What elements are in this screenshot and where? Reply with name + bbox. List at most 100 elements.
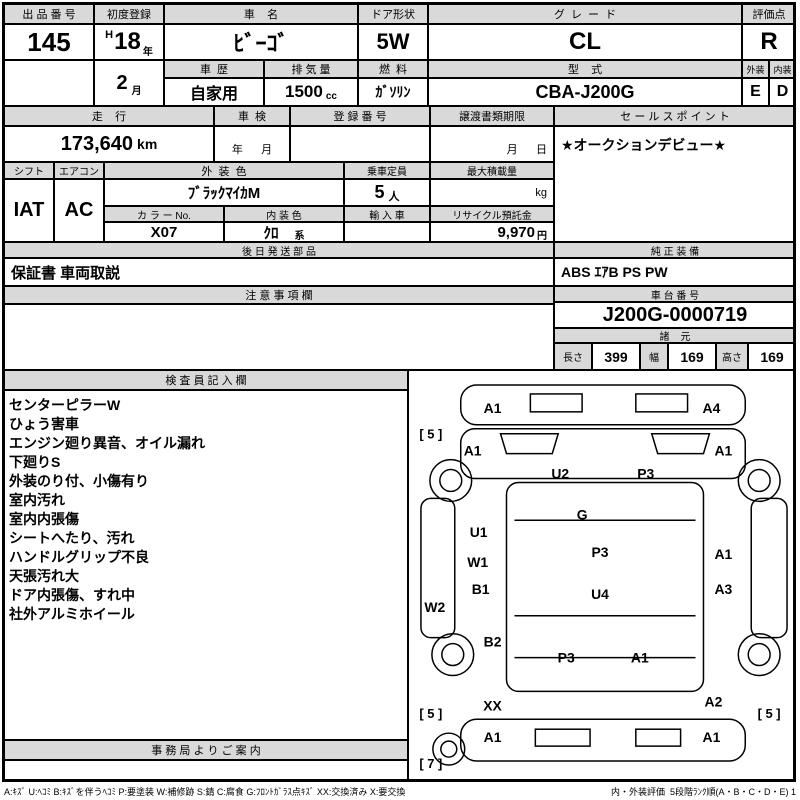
capacity-value: 5 人 — [344, 179, 430, 206]
damage-label: A1 — [631, 650, 649, 666]
spec-height-label: 高さ — [716, 343, 748, 370]
damage-label: U1 — [470, 524, 488, 540]
damage-label: U4 — [591, 586, 609, 602]
damage-label: [ 5 ] — [419, 427, 442, 442]
import-header: 輸 入 車 — [344, 206, 430, 222]
damage-label: A1 — [703, 729, 721, 745]
damage-label: W1 — [467, 554, 488, 570]
rear-right-wheel — [737, 632, 781, 677]
first-reg-year-cell: H 18 年 — [94, 24, 164, 60]
displacement-value: 1500 cc — [264, 78, 358, 106]
exterior-score-header: 外装 — [742, 60, 769, 78]
office-info-header: 事 務 局 よ り ご 案 内 — [4, 740, 408, 760]
damage-label: A3 — [714, 581, 732, 597]
inspection-item: センターピラーW — [9, 397, 121, 413]
front-right-rim — [747, 468, 771, 493]
front-bumper — [459, 384, 747, 426]
genuine-equip-value: ABS ｴｱB PS PW — [554, 258, 796, 286]
rear-plate — [534, 728, 591, 747]
rear-right-rim — [747, 642, 771, 667]
spec-width-value: 169 — [668, 343, 716, 370]
recycle-unit: 円 — [537, 230, 547, 242]
later-parts-value: 保証書 車両取説 — [4, 258, 554, 286]
rear-left-wheel — [431, 632, 475, 677]
int-color-suffix: 系 — [294, 230, 305, 242]
right-side-panel — [750, 497, 788, 639]
spec-width-label: 幅 — [640, 343, 668, 370]
hood — [459, 428, 747, 480]
interior-score-header: 内装 — [769, 60, 796, 78]
cabin — [505, 481, 705, 693]
mileage-value: 173,640 km — [4, 126, 214, 162]
damage-label: [ 5 ] — [758, 706, 781, 721]
first-reg-header: 初度登録 — [94, 4, 164, 24]
car-history-header: 車 歴 — [164, 60, 264, 78]
aircon-value: AC — [54, 179, 104, 242]
front-bumper-grille-right — [635, 393, 689, 413]
front-bumper-grille-left — [529, 393, 583, 413]
headlight-left — [499, 432, 560, 455]
displacement-unit: cc — [325, 90, 337, 102]
damage-label: A2 — [705, 693, 723, 709]
car-history-value: 自家用 — [164, 78, 264, 106]
inspection-item: ドア内張傷、すれ中 — [9, 587, 135, 603]
inspection-item: 天張汚れ大 — [9, 568, 79, 584]
displacement-number: 1500 — [285, 82, 323, 101]
inspection-item: 室内汚れ — [9, 492, 65, 508]
damage-label: B2 — [484, 634, 502, 650]
rear-bumper — [459, 718, 747, 762]
legend-codes: A:ｷｽﾞ U:ﾍｺﾐ B:ｷｽﾞを伴うﾍｺﾐ P:要塗装 W:補修跡 S:錆 … — [4, 786, 406, 797]
inspection-item: ひょう害車 — [9, 416, 79, 432]
lot-number-empty — [4, 60, 94, 106]
first-reg-month-cell: 2 月 — [94, 60, 164, 106]
damage-label: U2 — [551, 466, 569, 482]
damage-label: A1 — [484, 400, 502, 416]
left-side-panel — [420, 497, 456, 639]
first-reg-year: 18 — [114, 28, 141, 55]
inspection-item: エンジン廻り異音、オイル漏れ — [9, 435, 205, 451]
spec-height-value: 169 — [748, 343, 796, 370]
car-name-value: ﾋﾞｰｺﾞ — [164, 24, 358, 60]
shaken-value: 年 月 — [214, 126, 290, 162]
damage-label: A1 — [484, 729, 502, 745]
color-no-header: カ ラ ー No. — [104, 206, 224, 222]
car-name-header: 車 名 — [164, 4, 358, 24]
exterior-score-value: E — [742, 78, 769, 106]
max-load-header: 最大積載量 — [430, 162, 554, 179]
inspection-item: 下廻りS — [9, 454, 61, 470]
shift-header: シフト — [4, 162, 54, 179]
damage-label: W2 — [424, 599, 445, 615]
model-code-value: CBA-J200G — [428, 78, 742, 106]
sales-point-value: ★オークションデビュー★ — [554, 126, 796, 242]
recycle-amount: 9,970 — [497, 223, 535, 241]
spec-length-label: 長さ — [554, 343, 592, 370]
capacity-unit: 人 — [388, 190, 400, 203]
damage-label: [ 5 ] — [419, 706, 442, 721]
recycle-deposit-header: リサイクル預託金 — [430, 206, 554, 222]
rear-left-rim — [441, 642, 465, 667]
score-value: R — [742, 24, 796, 60]
max-load-value: kg — [430, 179, 554, 206]
capacity-number: 5 — [374, 182, 385, 202]
import-value — [344, 222, 430, 242]
spec-length-value: 399 — [592, 343, 640, 370]
damage-label: [ 7 ] — [419, 756, 442, 771]
legend-rank: 内・外装評価 5段階ﾗﾝｸ順(A・B・C・D・E) 1 — [610, 786, 796, 797]
door-shape-value: 5W — [358, 24, 428, 60]
grade-value: CL — [428, 24, 742, 60]
inspection-item: 外装のり付、小傷有り — [9, 473, 149, 489]
front-right-wheel — [737, 458, 781, 503]
reg-number-value — [290, 126, 430, 162]
mileage-header: 走 行 — [4, 106, 214, 126]
sales-point-header: セ ー ル ス ポ イ ン ト — [554, 106, 796, 126]
inspection-items: センターピラーW ひょう害車エンジン廻り異音、オイル漏れ下廻りS 外装のり付、小傷有… — [4, 390, 408, 740]
spare-tire — [432, 732, 466, 766]
front-left-wheel — [429, 458, 473, 503]
front-left-rim — [439, 468, 463, 493]
fuel-header: 燃 料 — [358, 60, 428, 78]
mileage-unit: km — [137, 136, 158, 152]
inspector-notes-header: 検 査 員 記 入 欄 — [4, 370, 408, 390]
